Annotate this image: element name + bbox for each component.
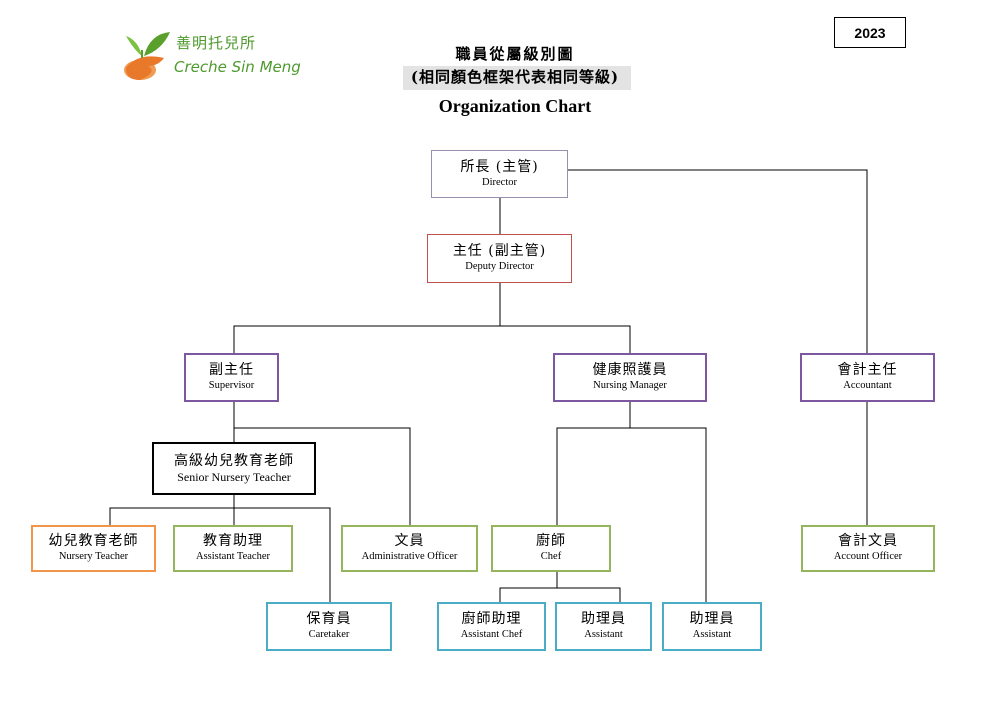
node-account-officer: 會計文員 Account Officer: [801, 525, 935, 572]
node-caretaker-zh: 保育員: [306, 611, 352, 627]
node-deputy-director-zh: 主任 (副主管): [452, 243, 547, 259]
node-nursing-manager: 健康照護員 Nursing Manager: [553, 353, 707, 402]
node-director-zh: 所長 (主管): [460, 158, 539, 175]
node-caretaker-en: Caretaker: [308, 629, 350, 640]
node-assistant-1-zh: 助理員: [581, 611, 626, 627]
node-accountant-zh: 會計主任: [837, 362, 898, 378]
line-director-accountant: [567, 169, 868, 353]
line-deputy-branch: [233, 283, 631, 353]
node-chef: 廚師 Chef: [491, 525, 611, 572]
node-assistant-2: 助理員 Assistant: [662, 602, 762, 651]
line-chef-branch: [499, 572, 621, 602]
node-deputy-director: 主任 (副主管) Deputy Director: [427, 234, 572, 283]
node-assistant-teacher: 教育助理 Assistant Teacher: [173, 525, 293, 572]
node-nursery-teacher-zh: 幼兒教育老師: [48, 533, 139, 549]
line-senior-branch: [109, 495, 331, 602]
node-assistant-2-zh: 助理員: [689, 611, 735, 627]
line-nursing-branch: [556, 402, 707, 602]
node-deputy-director-en: Deputy Director: [465, 261, 534, 272]
node-senior-teacher-zh: 高級幼兒教育老師: [174, 453, 294, 469]
node-director-en: Director: [482, 176, 517, 188]
node-admin-officer: 文員 Administrative Officer: [341, 525, 478, 572]
node-supervisor-en: Supervisor: [208, 380, 255, 391]
subtitle-highlight: [403, 66, 631, 90]
node-supervisor: 副主任 Supervisor: [184, 353, 279, 402]
node-director: 所長 (主管) Director: [431, 150, 568, 198]
node-senior-teacher-en: Senior Nursery Teacher: [177, 470, 291, 484]
node-nursing-manager-en: Nursing Manager: [593, 380, 667, 391]
node-assistant-chef: 廚師助理 Assistant Chef: [437, 602, 546, 651]
node-admin-officer-zh: 文員: [394, 533, 425, 549]
title-en: Organization Chart: [438, 96, 592, 116]
subtitle-zh: (相同顏色框架代表相同等級): [410, 68, 620, 86]
node-assistant-1: 助理員 Assistant: [555, 602, 652, 651]
year-badge: 2023: [834, 17, 906, 48]
creche-logo-icon: [124, 32, 170, 80]
node-chef-zh: 廚師: [536, 533, 566, 549]
logo-name-en: Creche Sin Meng: [174, 58, 301, 76]
node-senior-teacher: 高級幼兒教育老師 Senior Nursery Teacher: [152, 442, 316, 495]
logo-name-zh: 善明托兒所: [176, 34, 257, 52]
node-account-officer-en: Account Officer: [833, 551, 903, 562]
node-account-officer-zh: 會計文員: [838, 533, 898, 549]
node-assistant-chef-en: Assistant Chef: [460, 629, 523, 640]
node-nursery-teacher: 幼兒教育老師 Nursery Teacher: [31, 525, 156, 572]
node-assistant-2-en: Assistant: [692, 629, 732, 640]
node-nursing-manager-zh: 健康照護員: [592, 362, 668, 378]
title-zh: 職員從屬級別圖: [455, 45, 575, 63]
node-assistant-teacher-en: Assistant Teacher: [195, 551, 270, 562]
node-assistant-1-en: Assistant: [584, 629, 623, 640]
node-admin-officer-en: Administrative Officer: [361, 551, 458, 562]
node-chef-en: Chef: [540, 551, 562, 562]
node-accountant: 會計主任 Accountant: [800, 353, 935, 402]
node-nursery-teacher-en: Nursery Teacher: [58, 551, 129, 562]
node-caretaker: 保育員 Caretaker: [266, 602, 392, 651]
node-supervisor-zh: 副主任: [209, 362, 254, 378]
node-assistant-teacher-zh: 教育助理: [203, 533, 263, 549]
node-assistant-chef-zh: 廚師助理: [461, 611, 522, 627]
line-supervisor-branch: [233, 402, 411, 525]
node-accountant-en: Accountant: [843, 380, 892, 391]
